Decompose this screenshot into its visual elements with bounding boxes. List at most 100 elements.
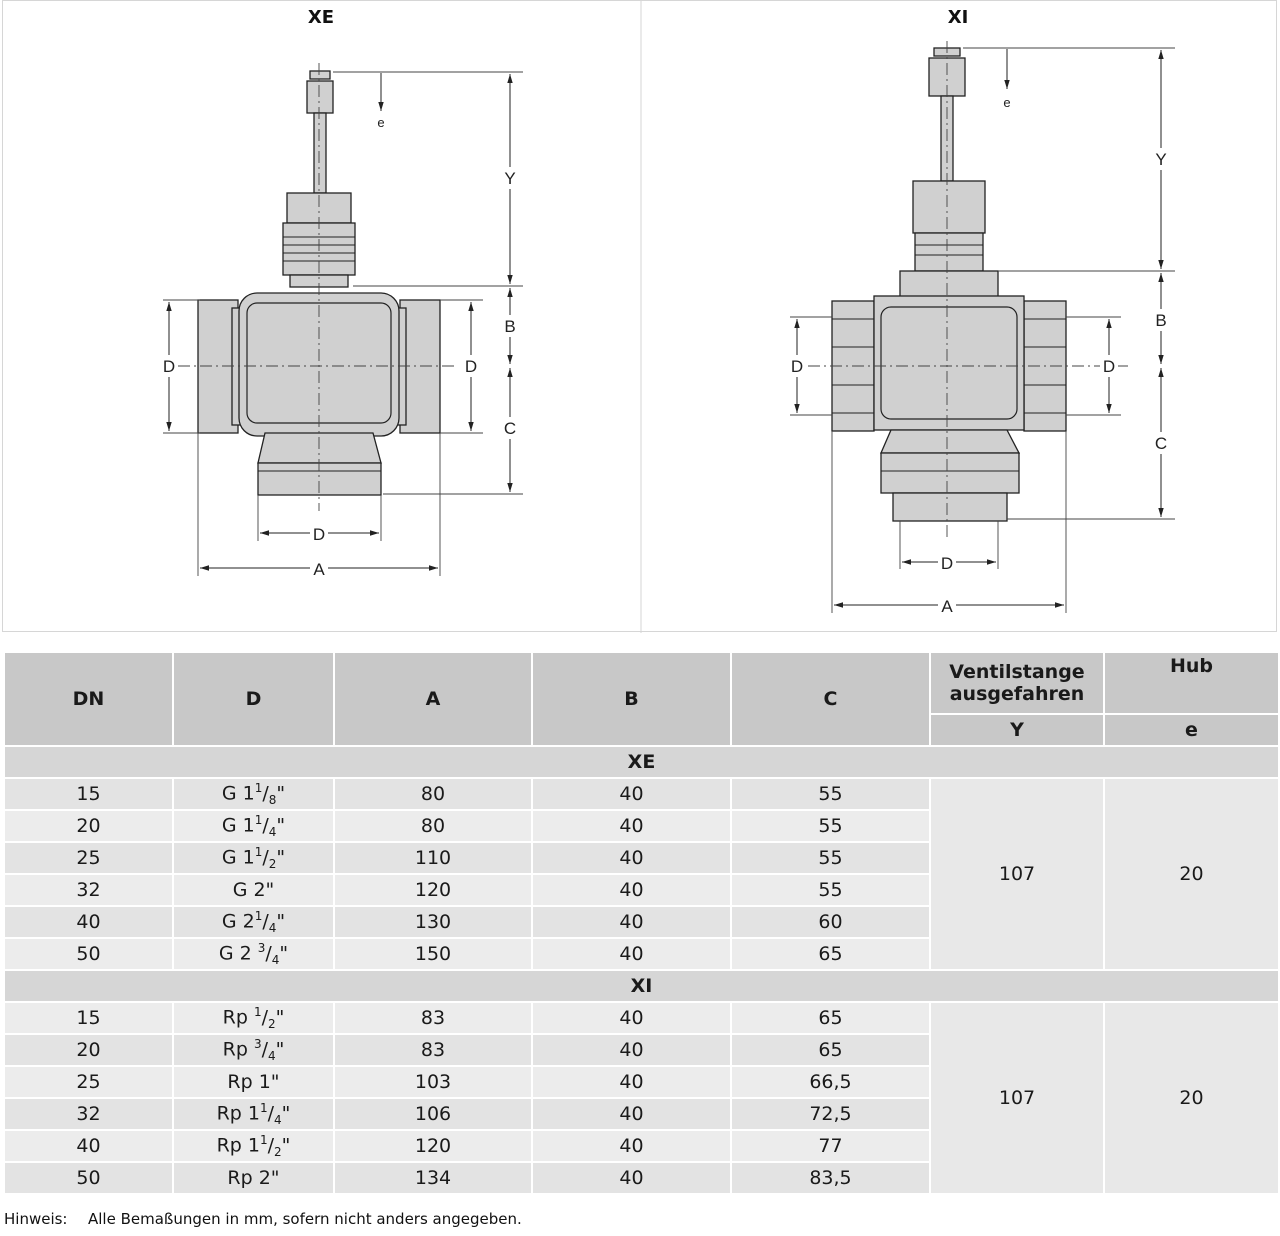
xi-label-e: e: [1003, 95, 1010, 110]
cell-d: Rp 2": [172, 1161, 335, 1195]
header-e: e: [1103, 713, 1280, 747]
footnote-label: Hinweis:: [4, 1210, 68, 1228]
fraction-numerator: 1: [259, 1132, 268, 1147]
fraction-numerator: 1: [254, 908, 263, 923]
dimensions-table: DN D A B C Ventilstange ausgefahren Hub …: [3, 651, 1280, 1195]
xe-label-y: Y: [504, 169, 515, 188]
xi-drawing: XI: [788, 7, 1175, 617]
cell-c: 66,5: [730, 1065, 931, 1099]
cell-dn: 20: [3, 1033, 174, 1067]
cell-a: 120: [333, 873, 533, 907]
cell-a: 80: [333, 777, 533, 811]
fraction-numerator: 1: [253, 1004, 262, 1019]
thread-size: G 2": [232, 879, 275, 901]
cell-d: Rp 3/4": [172, 1033, 335, 1067]
xe-label-d-right: D: [465, 357, 477, 376]
cell-dn: 15: [3, 1001, 174, 1035]
cell-b: 40: [531, 809, 732, 843]
cell-c: 83,5: [730, 1161, 931, 1195]
cell-c: 55: [730, 777, 931, 811]
inch-mark: ": [276, 782, 286, 805]
cell-dn: 32: [3, 873, 174, 907]
cell-a: 110: [333, 841, 533, 875]
cell-b: 40: [531, 1001, 732, 1035]
fraction-numerator: 3: [257, 940, 266, 955]
header-b: B: [531, 651, 732, 747]
cell-b: 40: [531, 873, 732, 907]
cell-dn: 40: [3, 1129, 174, 1163]
header-y: Y: [929, 713, 1105, 747]
header-ventilstange-line2: ausgefahren: [949, 683, 1085, 705]
group-row: XE: [3, 745, 1280, 779]
cell-a: 103: [333, 1065, 533, 1099]
cell-a: 80: [333, 809, 533, 843]
cell-c: 55: [730, 809, 931, 843]
cell-d: G 11/4": [172, 809, 335, 843]
thread-size: G 1: [221, 814, 255, 837]
group-row: XI: [3, 969, 1280, 1003]
thread-size: Rp 1": [227, 1071, 280, 1093]
thread-size: G 2: [218, 942, 258, 965]
cell-a: 130: [333, 905, 533, 939]
cell-b: 40: [531, 1033, 732, 1067]
thread-size: Rp: [222, 1038, 254, 1061]
fraction-denominator: 2: [268, 857, 277, 872]
footnote-text: Alle Bemaßungen in mm, sofern nicht ande…: [88, 1210, 522, 1228]
cell-dn: 20: [3, 809, 174, 843]
cell-b: 40: [531, 1161, 732, 1195]
xi-label-d-bottom: D: [941, 554, 953, 573]
cell-d: G 21/4": [172, 905, 335, 939]
xe-label-e: e: [377, 115, 384, 130]
cell-e: 20: [1103, 777, 1280, 971]
fraction-denominator: 2: [274, 1145, 282, 1160]
cell-c: 72,5: [730, 1097, 931, 1131]
cell-d: G 2 3/4": [172, 937, 335, 971]
thread-size: Rp 1: [216, 1134, 260, 1157]
cell-a: 134: [333, 1161, 533, 1195]
xi-label-y: Y: [1155, 150, 1166, 169]
xe-label-a: A: [313, 560, 325, 579]
cell-y: 107: [929, 1001, 1105, 1195]
cell-b: 40: [531, 1129, 732, 1163]
cell-c: 65: [730, 1033, 931, 1067]
xe-label-b: B: [504, 317, 515, 336]
inch-mark: ": [281, 1134, 291, 1157]
cell-d: Rp 11/4": [172, 1097, 335, 1131]
cell-d: Rp 11/2": [172, 1129, 335, 1163]
cell-d: Rp 1/2": [172, 1001, 335, 1035]
cell-dn: 25: [3, 841, 174, 875]
cell-b: 40: [531, 937, 732, 971]
cell-b: 40: [531, 777, 732, 811]
xi-caption: XI: [948, 7, 969, 28]
group-title: XI: [3, 969, 1280, 1003]
cell-c: 77: [730, 1129, 931, 1163]
xi-label-c: C: [1155, 434, 1167, 453]
inch-mark: ": [281, 1102, 291, 1125]
header-d: D: [172, 651, 335, 747]
cell-a: 150: [333, 937, 533, 971]
drawings-panel: XE: [2, 0, 1277, 633]
cell-d: G 11/2": [172, 841, 335, 875]
cell-dn: 32: [3, 1097, 174, 1131]
group-title: XE: [3, 745, 1280, 779]
cell-a: 83: [333, 1001, 533, 1035]
xe-drawing: XE: [160, 7, 523, 580]
cell-c: 55: [730, 873, 931, 907]
header-ventilstange: Ventilstange ausgefahren: [929, 651, 1105, 715]
cell-e: 20: [1103, 1001, 1280, 1195]
xi-label-d-right: D: [1103, 357, 1115, 376]
xe-label-d-bottom: D: [313, 525, 325, 544]
fraction-numerator: 1: [254, 780, 263, 795]
xe-label-c: C: [504, 419, 516, 438]
fraction-numerator: 1: [254, 812, 263, 827]
